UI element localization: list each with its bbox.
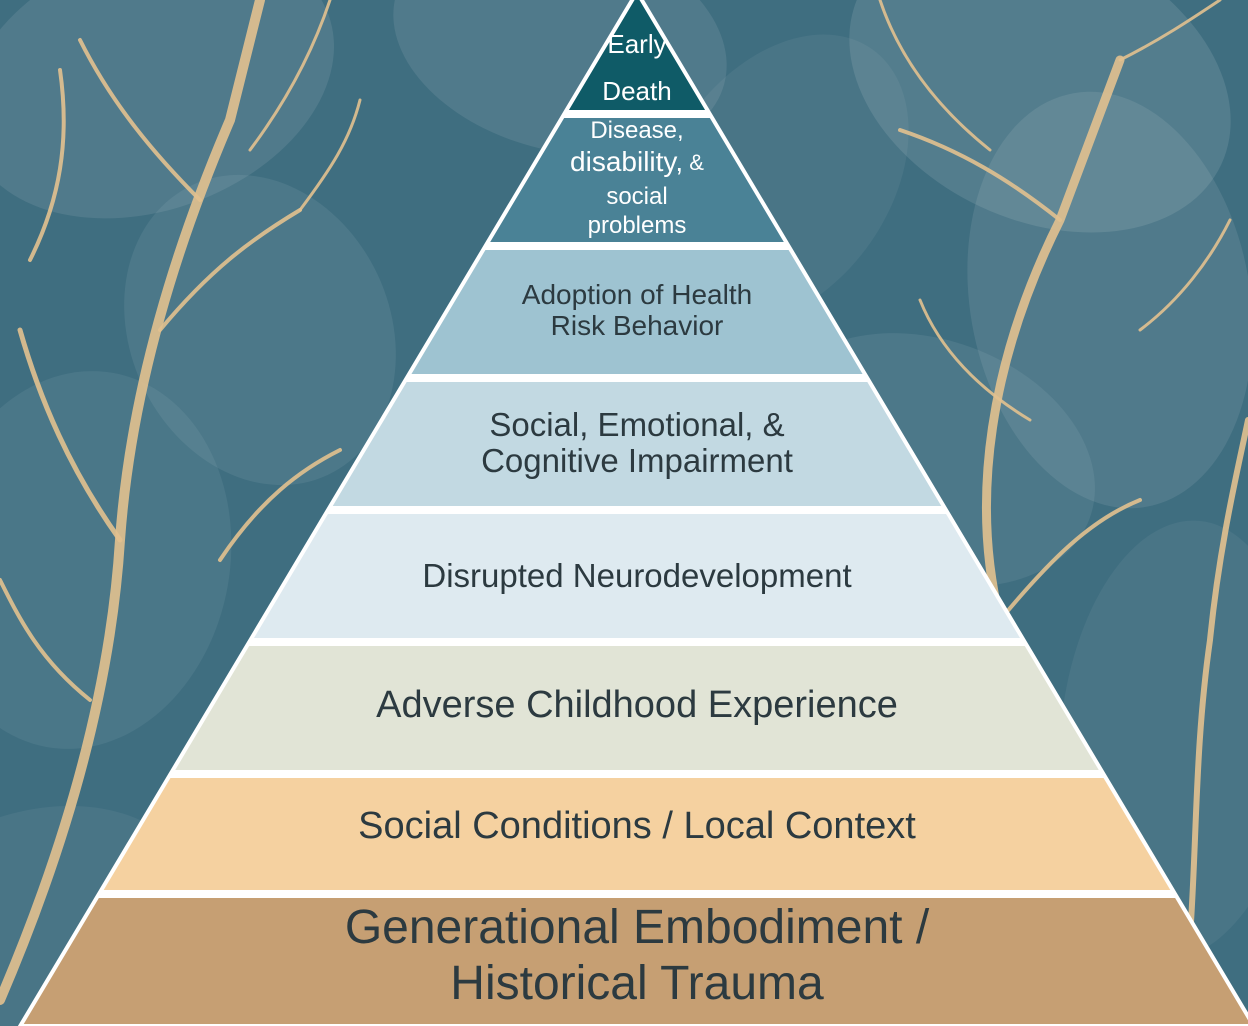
label-text: Death bbox=[602, 76, 671, 106]
pyramid bbox=[17, 0, 1248, 1026]
branch bbox=[1118, 0, 1222, 62]
label-text: Disrupted Neurodevelopment bbox=[422, 557, 851, 594]
pyramid-label-disease-line-1: Disease, bbox=[590, 117, 683, 144]
pyramid-label-social-conditions-line-1: Social Conditions / Local Context bbox=[358, 805, 916, 847]
pyramid-label-disease-line-4: problems bbox=[588, 212, 687, 239]
leaf-shape bbox=[124, 174, 396, 486]
branch bbox=[878, 0, 992, 152]
branch bbox=[0, 578, 92, 702]
leaf-shape bbox=[967, 91, 1248, 509]
label-text: Historical Trauma bbox=[450, 957, 824, 1010]
label-suffix: & bbox=[683, 150, 704, 175]
pyramid-level-early-death bbox=[561, 0, 713, 114]
leaf-shape bbox=[849, 0, 1231, 233]
branch bbox=[248, 0, 332, 152]
branch bbox=[918, 298, 1032, 422]
pyramid-label-impairment-line-1: Social, Emotional, & bbox=[489, 406, 784, 443]
label-text: Social Conditions / Local Context bbox=[358, 805, 916, 847]
pyramid-label-ace-line-1: Adverse Childhood Experience bbox=[376, 684, 898, 726]
leaf-shape bbox=[0, 371, 232, 749]
pyramid-label-disease-line-3: social bbox=[606, 183, 667, 210]
label-text: Adoption of Health bbox=[522, 279, 752, 310]
pyramid-level-social-conditions bbox=[96, 774, 1178, 894]
pyramid-level-impairment bbox=[325, 378, 949, 510]
branch bbox=[158, 208, 302, 332]
pyramid-label-impairment-line-2: Cognitive Impairment bbox=[481, 442, 793, 479]
pyramid-level-ace bbox=[168, 642, 1106, 774]
label-text: Social, Emotional, & bbox=[489, 406, 784, 443]
label-text: Early bbox=[607, 29, 666, 59]
pyramid-label-health-risk-behavior-line-1: Adoption of Health bbox=[522, 279, 752, 310]
pyramid-level-health-risk-behavior bbox=[404, 246, 870, 378]
pyramid-label-early-death-line-2: Death bbox=[602, 76, 671, 106]
branch bbox=[898, 128, 1062, 222]
branch bbox=[78, 38, 202, 202]
pyramid-level-disease bbox=[483, 114, 791, 246]
label-text: Adverse Childhood Experience bbox=[376, 684, 898, 726]
label-text: Generational Embodiment / bbox=[345, 901, 930, 954]
label-text: Risk Behavior bbox=[551, 310, 724, 341]
label-text: Disease, bbox=[590, 117, 683, 144]
pyramid-label-neurodevelopment-line-1: Disrupted Neurodevelopment bbox=[422, 557, 851, 594]
pyramid-label-historical-trauma-line-1: Generational Embodiment / bbox=[345, 901, 930, 954]
label-text: Cognitive Impairment bbox=[481, 442, 793, 479]
label-text: social bbox=[606, 183, 667, 210]
label-text: problems bbox=[588, 212, 687, 239]
branch bbox=[17, 327, 123, 543]
pyramid-label-historical-trauma-line-2: Historical Trauma bbox=[450, 957, 824, 1010]
pyramid-label-disease-line-2: disability, & bbox=[570, 146, 704, 177]
leaf-shape bbox=[0, 0, 334, 219]
label-text: disability, bbox=[570, 146, 683, 177]
pyramid-level-historical-trauma bbox=[17, 894, 1248, 1026]
branch bbox=[28, 68, 66, 262]
branch bbox=[298, 98, 362, 212]
pyramid-label-health-risk-behavior-line-2: Risk Behavior bbox=[551, 310, 724, 341]
pyramid-level-neurodevelopment bbox=[246, 510, 1028, 642]
branch bbox=[1138, 218, 1232, 332]
pyramid-label-early-death-line-1: Early bbox=[607, 29, 666, 59]
branch bbox=[218, 448, 342, 562]
branch bbox=[998, 498, 1142, 622]
